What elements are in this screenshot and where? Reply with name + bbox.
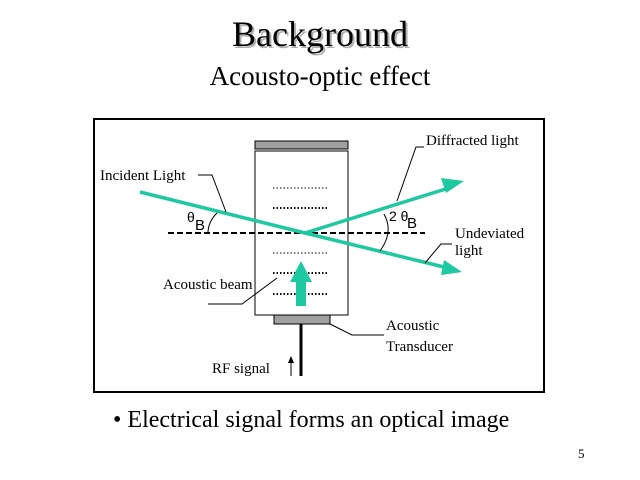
acoustic-transducer-label-line2: Transducer [386,339,453,355]
incident-light-label: Incident Light [100,168,186,184]
transducer-leader [329,323,384,336]
undeviated-arrowhead-icon [441,260,462,275]
acoustic-transducer [273,314,331,325]
acoustic-beam-arrow-icon [290,261,312,306]
rf-signal-label: RF signal [212,361,270,377]
undeviated-light-label-line2: light [455,243,483,259]
acoustic-beam-leader [208,277,278,305]
acoustic-transducer-label-line1: Acoustic [386,318,440,334]
rf-signal-arrowhead-icon [288,356,294,363]
page-number: 5 [578,446,585,461]
two-theta-b-subscript: B [407,215,417,232]
undeviated-light-label-line1: Undeviated [455,226,525,242]
theta-b-subscript: B [195,217,205,234]
crystal-top-cap [254,140,349,150]
diffracted-light-beam [304,185,453,235]
diffracted-light-label: Diffracted light [426,133,519,149]
diffracted-arrowhead-icon [441,178,464,193]
bullet-marker: • [113,407,122,433]
slide-subtitle: Acousto-optic effect [209,61,431,91]
two-theta-b-symbol: 2 θ [389,208,409,224]
slide-title: Background [232,14,408,54]
acoustic-wavefronts [273,187,328,295]
acoustic-beam-label: Acoustic beam [163,277,253,293]
diagram-frame [93,118,545,393]
theta-b-arc [207,212,218,234]
incident-light-beam [139,190,306,235]
diffracted-light-leader [396,146,424,202]
undeviated-light-leader [424,243,452,264]
incident-light-leader [198,174,227,213]
theta-b-symbol: θ [187,209,195,225]
bullet-point: • Electrical signal forms an optical ima… [113,405,509,435]
bullet-text: Electrical signal forms an optical image [127,407,510,433]
two-theta-b-arc [379,213,389,252]
undeviated-light-beam [304,231,453,271]
